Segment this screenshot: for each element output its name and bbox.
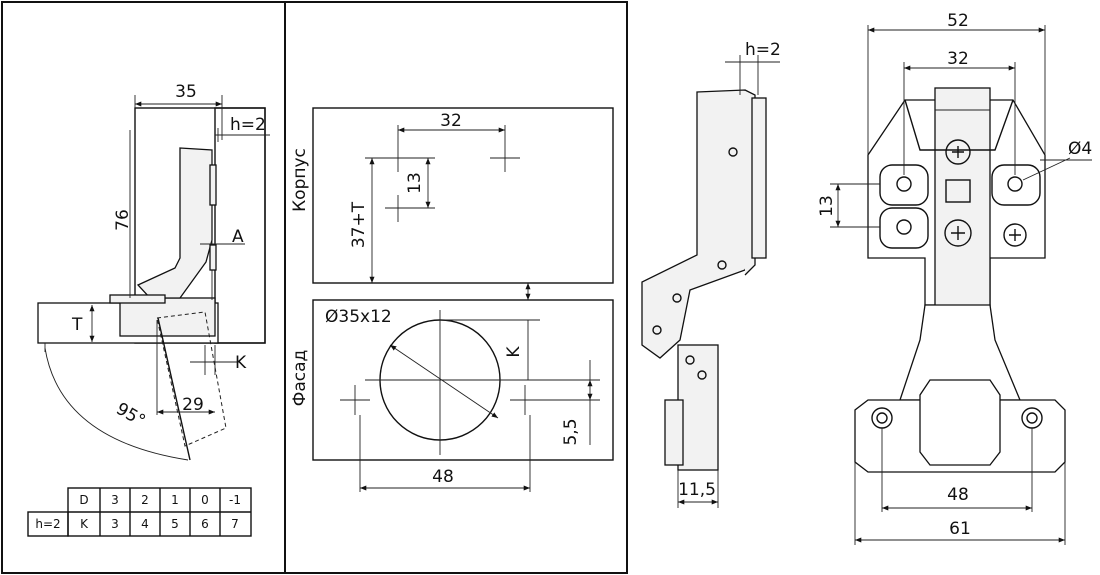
dim-11-5: 11,5 [678, 480, 716, 500]
table-cell: D [79, 493, 88, 507]
panel-2-drilling [312, 107, 614, 492]
table-cell: 3 [111, 493, 119, 507]
dim-h2-side: h=2 [745, 40, 781, 60]
table-cell: 7 [231, 517, 239, 531]
label-K: K [235, 353, 247, 373]
dim-32: 32 [440, 111, 462, 131]
label-fasad: Фасад [290, 350, 310, 407]
table-cell: 5 [171, 517, 179, 531]
table-cell: 2 [141, 493, 149, 507]
table-cell: 6 [201, 517, 209, 531]
table-cell: h=2 [35, 517, 60, 531]
dim-37T: 37+T [349, 201, 369, 248]
panel-1-side-section [37, 95, 270, 461]
table-cell: -1 [229, 493, 241, 507]
table-cell: 1 [171, 493, 179, 507]
dim-d4: Ø4 [1068, 139, 1092, 159]
dim-52: 52 [947, 11, 969, 31]
dim-13: 13 [405, 172, 425, 194]
dim-K: K [504, 346, 524, 358]
label-korpus: Корпус [290, 148, 310, 212]
dim-32-top: 32 [947, 49, 969, 69]
table-cell: 4 [141, 517, 149, 531]
k-table [27, 487, 252, 537]
panel-2-frame [284, 1, 628, 574]
dim-diameter: Ø35x12 [325, 307, 392, 327]
dim-61: 61 [949, 519, 971, 539]
panel-3-side-view [641, 55, 780, 508]
table-cell: 3 [111, 517, 119, 531]
dim-76: 76 [113, 209, 133, 231]
label-T: T [71, 315, 83, 335]
panel-4-top-view [830, 25, 1092, 545]
dim-48-top: 48 [947, 485, 969, 505]
table-cell: K [80, 517, 89, 531]
dim-13-top: 13 [817, 195, 837, 217]
dim-h2: h=2 [230, 115, 266, 135]
dim-35: 35 [175, 82, 197, 102]
dim-5-5: 5,5 [561, 418, 581, 445]
label-A: A [232, 227, 244, 247]
angle-95: 95° [113, 399, 149, 431]
dim-48: 48 [432, 467, 454, 487]
dim-29: 29 [182, 395, 204, 415]
table-cell: 0 [201, 493, 209, 507]
